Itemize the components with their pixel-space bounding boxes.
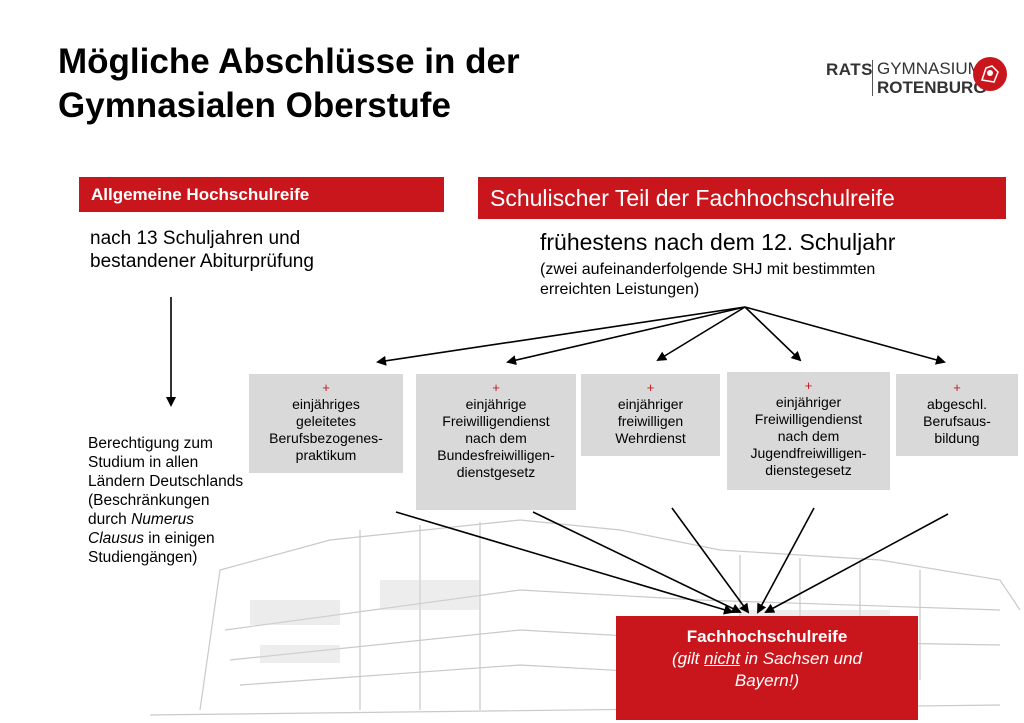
option-line: praktikum xyxy=(295,447,357,463)
option-line: dienstegesetz xyxy=(765,462,852,478)
result-line: (Beschränkungen xyxy=(88,492,210,509)
option-line: geleitetes xyxy=(296,413,356,429)
fhr-result-note-line2: Bayern!) xyxy=(734,671,800,690)
option-line: einjährige xyxy=(465,396,527,412)
logo-word-rats: RATS xyxy=(826,60,874,79)
fhr-note-emphasis: nicht xyxy=(704,649,741,668)
arrow-to-berufsausbildung xyxy=(744,306,946,365)
arrow-beruf-to-fhr xyxy=(764,513,949,613)
option-line: nach dem xyxy=(465,430,527,446)
option-line: bildung xyxy=(934,430,980,446)
arrow-to-bundesfreiwillig xyxy=(506,306,746,366)
result-line: Ländern Deutschlands xyxy=(88,473,244,490)
fhr-note-line1: (zwei aufeinanderfolgende SHJ mit bestim… xyxy=(540,261,876,278)
option-line: Berufsbezogenes- xyxy=(269,430,383,446)
option-line: einjähriger xyxy=(775,394,842,410)
result-line: Studiengängen) xyxy=(88,549,198,566)
option-jugendfreiwilligendienst: + einjähriger Freiwilligendienst nach de… xyxy=(727,372,890,490)
result-line: durch Numerus xyxy=(88,510,278,529)
school-seal-icon xyxy=(973,57,1007,91)
abitur-result-text: Berechtigung zum Studium in allen Länder… xyxy=(88,434,278,567)
logo-divider xyxy=(872,60,873,96)
result-line: Clausus in einigen xyxy=(88,529,278,548)
plus-icon: + xyxy=(322,380,330,395)
arrow-to-wehrdienst xyxy=(656,306,746,362)
allgemeine-hochschulreife-heading: Allgemeine Hochschulreife xyxy=(79,177,444,212)
option-line: nach dem xyxy=(777,428,840,444)
plus-icon: + xyxy=(953,380,961,395)
arrow-to-jugendfreiwillig xyxy=(744,306,802,362)
page-title-line2: Gymnasialen Oberstufe xyxy=(58,86,451,125)
option-line: freiwilligen xyxy=(617,413,684,429)
abitur-condition-line1: nach 13 Schuljahren und xyxy=(90,228,301,249)
plus-icon: + xyxy=(646,380,655,395)
option-line: einjähriger xyxy=(617,396,684,412)
arrow-praktikum-to-fhr xyxy=(395,511,734,615)
fhr-result-title: Fachhochschulreife xyxy=(686,627,848,646)
option-line: Jugendfreiwilligen- xyxy=(750,445,867,461)
fachhochschulreife-result: Fachhochschulreife (gilt nicht in Sachse… xyxy=(616,616,918,720)
abitur-condition-line2: bestandener Abiturprüfung xyxy=(90,250,314,272)
fhr-note-line2: erreichten Leistungen) xyxy=(540,281,700,298)
arrow-bundes-to-fhr xyxy=(532,511,742,614)
option-line: Bundesfreiwilligen- xyxy=(437,447,555,463)
option-berufsausbildung: + abgeschl. Berufsaus- bildung xyxy=(896,374,1018,456)
plus-icon: + xyxy=(492,380,500,395)
result-line: Berechtigung zum xyxy=(88,435,213,452)
arrow-to-praktikum xyxy=(376,306,746,366)
page-title: Mögliche Abschlüsse in der Gymnasialen O… xyxy=(58,40,678,128)
result-text: in einigen xyxy=(144,530,215,547)
result-line: Studium in allen xyxy=(88,454,199,471)
fhr-condition-note: (zwei aufeinanderfolgende SHJ mit bestim… xyxy=(540,260,980,300)
fhr-note-post: in Sachsen und xyxy=(740,649,862,668)
fachhochschulreife-part-heading: Schulischer Teil der Fachhochschulreife xyxy=(478,177,1006,219)
logo-word-rotenburg: ROTENBURG xyxy=(877,78,987,97)
result-text: durch xyxy=(88,511,132,528)
fhr-note-pre: (gilt xyxy=(672,649,705,668)
arrow-wehr-to-fhr xyxy=(671,507,750,614)
option-line: einjähriges xyxy=(292,396,360,412)
logo-word-gymnasium: GYMNASIUM xyxy=(877,59,982,78)
option-line: dienstgesetz xyxy=(456,464,536,480)
arrow-jugend-to-fhr xyxy=(757,507,815,614)
plus-icon: + xyxy=(804,378,813,393)
option-line: Berufsaus- xyxy=(923,413,991,429)
fhr-condition: frühestens nach dem 12. Schuljahr xyxy=(540,229,896,255)
clausus-text: Clausus xyxy=(88,530,144,547)
option-praktikum: + einjähriges geleitetes Berufsbezogenes… xyxy=(249,374,403,473)
option-line: abgeschl. xyxy=(927,396,987,412)
option-wehrdienst: + einjähriger freiwilligen Wehrdienst xyxy=(581,374,720,456)
option-line: Freiwilligendienst xyxy=(442,413,550,429)
option-bundesfreiwilligendienst: + einjährige Freiwilligendienst nach dem… xyxy=(416,374,576,510)
page-title-line1: Mögliche Abschlüsse in der xyxy=(58,42,520,81)
fhr-result-note: (gilt nicht in Sachsen und xyxy=(616,648,918,670)
abitur-condition: nach 13 Schuljahren und bestandener Abit… xyxy=(90,228,450,274)
option-line: Freiwilligendienst xyxy=(754,411,863,427)
option-line: Wehrdienst xyxy=(615,430,686,446)
numerus-text: Numerus xyxy=(131,511,194,528)
